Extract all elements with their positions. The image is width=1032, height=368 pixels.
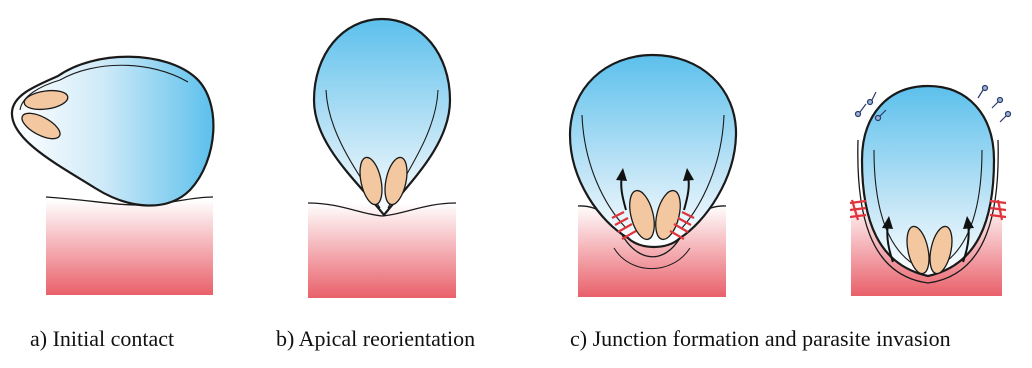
host-cell-b — [308, 203, 456, 298]
panel-parasite-invasion — [850, 86, 1011, 297]
host-cell-a — [46, 200, 213, 295]
caption-apical-reorientation: b) Apical reorientation — [276, 326, 475, 352]
panel-apical-reorientation — [308, 19, 456, 298]
caption-initial-contact: a) Initial contact — [30, 326, 174, 352]
panel-junction-formation — [570, 55, 736, 297]
panel-initial-contact — [12, 57, 213, 295]
caption-junction-invasion: c) Junction formation and parasite invas… — [570, 326, 951, 352]
